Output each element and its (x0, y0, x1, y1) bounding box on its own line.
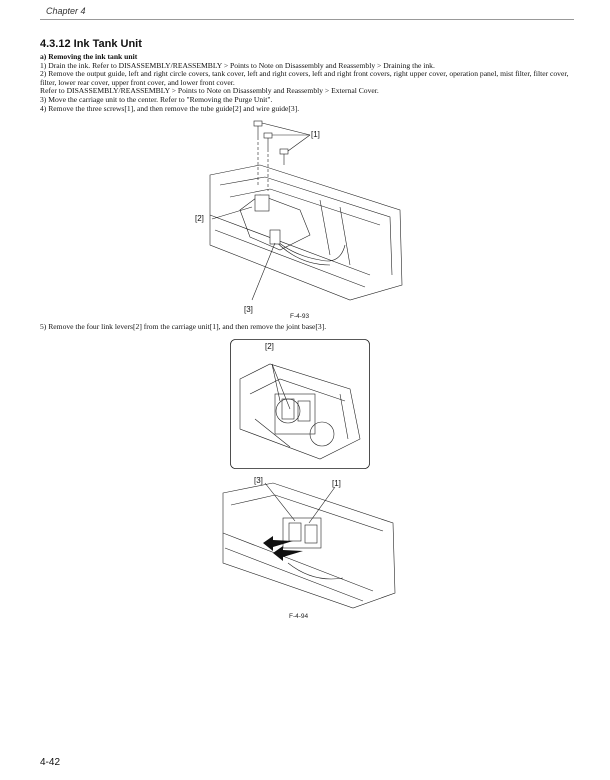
chapter-header: Chapter 4 (46, 6, 86, 16)
subsection-title: a) Removing the ink tank unit (40, 52, 138, 61)
step-1: 1) Drain the ink. Refer to DISASSEMBLY/R… (40, 60, 435, 70)
callout-label: [3] (244, 305, 253, 314)
figure-f-4-94-main (222, 482, 396, 609)
instruction-text: a) Removing the ink tank unit 1) Drain t… (40, 52, 574, 113)
callout-label: [1] (311, 130, 320, 139)
callout-label: [3] (254, 476, 263, 485)
screw-icon (279, 148, 289, 165)
step-2: 2) Remove the output guide, left and rig… (40, 69, 569, 87)
figure-caption: F-4-94 (289, 613, 309, 620)
page-number: 4-42 (40, 757, 61, 768)
step-2-reference: Refer to DISASSEMBLY/REASSEMBLY > Points… (40, 86, 379, 96)
figure-caption: F-4-93 (290, 313, 310, 320)
callout-label: [2] (265, 342, 274, 351)
screw-icon (263, 132, 273, 149)
callout-label: [2] (195, 214, 204, 223)
screw-icon (253, 120, 263, 137)
step-3: 3) Move the carriage unit to the center.… (40, 94, 273, 104)
step-5: 5) Remove the four link levers[2] from t… (40, 322, 327, 331)
header-rule (40, 19, 574, 20)
section-title: 4.3.12 Ink Tank Unit (40, 38, 142, 50)
callout-label: [1] (332, 479, 341, 488)
figure-f-4-93 (209, 120, 403, 301)
figure-f-4-94-inset (230, 339, 370, 469)
step-4: 4) Remove the three screws[1], and then … (40, 103, 300, 113)
